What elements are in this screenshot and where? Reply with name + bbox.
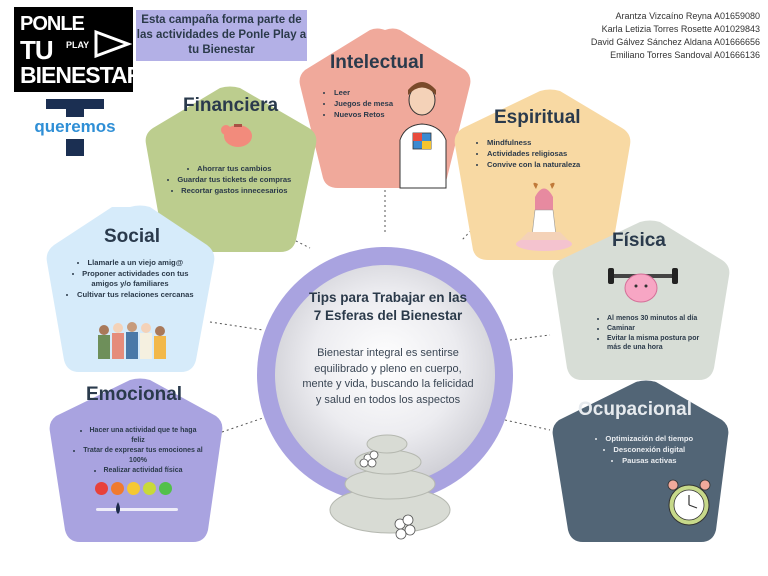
- ocupacional-title: Ocupacional: [578, 399, 693, 420]
- list-item: Nuevos Retos: [334, 110, 404, 120]
- author: Karla Letizia Torres Rosette A01029843: [601, 24, 760, 34]
- campaign-note: Esta campaña forma parte de las activida…: [136, 10, 307, 61]
- list-item: Desconexión digital: [580, 445, 708, 455]
- list-item: Caminar: [607, 324, 707, 333]
- intelectual-list: Leer Juegos de mesa Nuevos Retos: [322, 88, 404, 121]
- emocional-list: Hacer una actividad que te haga feliz Tr…: [72, 426, 204, 477]
- brain-dumbbell-illustration: [608, 268, 678, 303]
- alarm-clock-illustration: [667, 479, 711, 526]
- fisica-list: Al menos 30 minutos al día Caminar Evita…: [595, 314, 707, 353]
- happy-face-icon: [143, 482, 156, 495]
- fisica-title: Física: [612, 230, 666, 251]
- emocional-pentagon: [49, 378, 223, 542]
- neutral-face-icon: [127, 482, 140, 495]
- list-item: Recortar gastos innecesarios: [166, 186, 292, 196]
- very-happy-face-icon: [159, 482, 172, 495]
- author: David Gálvez Sánchez Aldana A01666656: [590, 37, 760, 47]
- center-description: Bienestar integral es sentirse equilibra…: [302, 347, 474, 406]
- authors-list: Arantza Vizcaíno Reyna A01659080 Karla L…: [591, 10, 760, 62]
- list-item: Al menos 30 minutos al día: [607, 314, 707, 323]
- espiritual-list: Mindfulness Actividades religiosas Convi…: [475, 138, 627, 171]
- emocional-title: Emocional: [86, 384, 183, 405]
- list-item: Realizar actividad física: [72, 466, 204, 476]
- piggy-bank-icon: [221, 124, 252, 147]
- social-title: Social: [104, 226, 160, 247]
- author: Emiliano Torres Sandoval A01666136: [610, 50, 760, 60]
- play-icon: [94, 29, 132, 59]
- queremos-text: queremos: [34, 117, 116, 136]
- list-item: Hacer una actividad que te haga feliz: [72, 426, 204, 445]
- list-item: Cultivar tus relaciones cercanas: [66, 290, 194, 300]
- financiera-list: Ahorrar tus cambios Guardar tus tickets …: [166, 164, 292, 197]
- list-item: Actividades religiosas: [487, 149, 627, 159]
- financiera-title: Financiera: [183, 95, 279, 116]
- center-title: Tips para Trabajar en las 7 Esferas del …: [308, 290, 468, 323]
- stones-illustration: [329, 434, 451, 534]
- ponle-play-logo: PONLE TU PLAY BIENESTAR: [14, 7, 143, 92]
- queremos-logo: queremos: [26, 99, 124, 156]
- list-item: Juegos de mesa: [334, 99, 404, 109]
- list-item: Guardar tus tickets de compras: [166, 175, 292, 185]
- emotion-slider: [96, 502, 178, 514]
- emotion-faces: [95, 482, 175, 500]
- list-item: Mindfulness: [487, 138, 627, 148]
- financiera-pentagon: [145, 86, 317, 252]
- social-pentagon: [46, 205, 215, 372]
- sad-face-icon: [111, 482, 124, 495]
- social-list: Llamarle a un viejo amig@ Proponer activ…: [66, 258, 194, 301]
- friends-group-illustration: [98, 322, 166, 359]
- list-item: Tratar de expresar tus emociones al 100%: [72, 446, 204, 465]
- ocupacional-list: Optimización del tiempo Desconexión digi…: [580, 434, 708, 467]
- list-item: Llamarle a un viejo amig@: [66, 258, 194, 268]
- flower-icon: [359, 450, 416, 540]
- center-disc: [275, 265, 495, 485]
- meditation-person-illustration: [516, 182, 572, 251]
- list-item: Evitar la misma postura por más de una h…: [607, 334, 707, 352]
- author: Arantza Vizcaíno Reyna A01659080: [615, 11, 760, 21]
- list-item: Leer: [334, 88, 404, 98]
- list-item: Pausas activas: [580, 456, 708, 466]
- list-item: Proponer actividades con tus amigos y/o …: [66, 269, 194, 289]
- very-sad-face-icon: [95, 482, 108, 495]
- espiritual-pentagon: [454, 89, 631, 260]
- intelectual-title: Intelectual: [330, 52, 424, 73]
- list-item: Optimización del tiempo: [580, 434, 708, 444]
- espiritual-title: Espiritual: [494, 107, 581, 128]
- list-item: Convive con la naturaleza: [487, 160, 627, 170]
- person-cube-illustration: [399, 82, 447, 189]
- list-item: Ahorrar tus cambios: [166, 164, 292, 174]
